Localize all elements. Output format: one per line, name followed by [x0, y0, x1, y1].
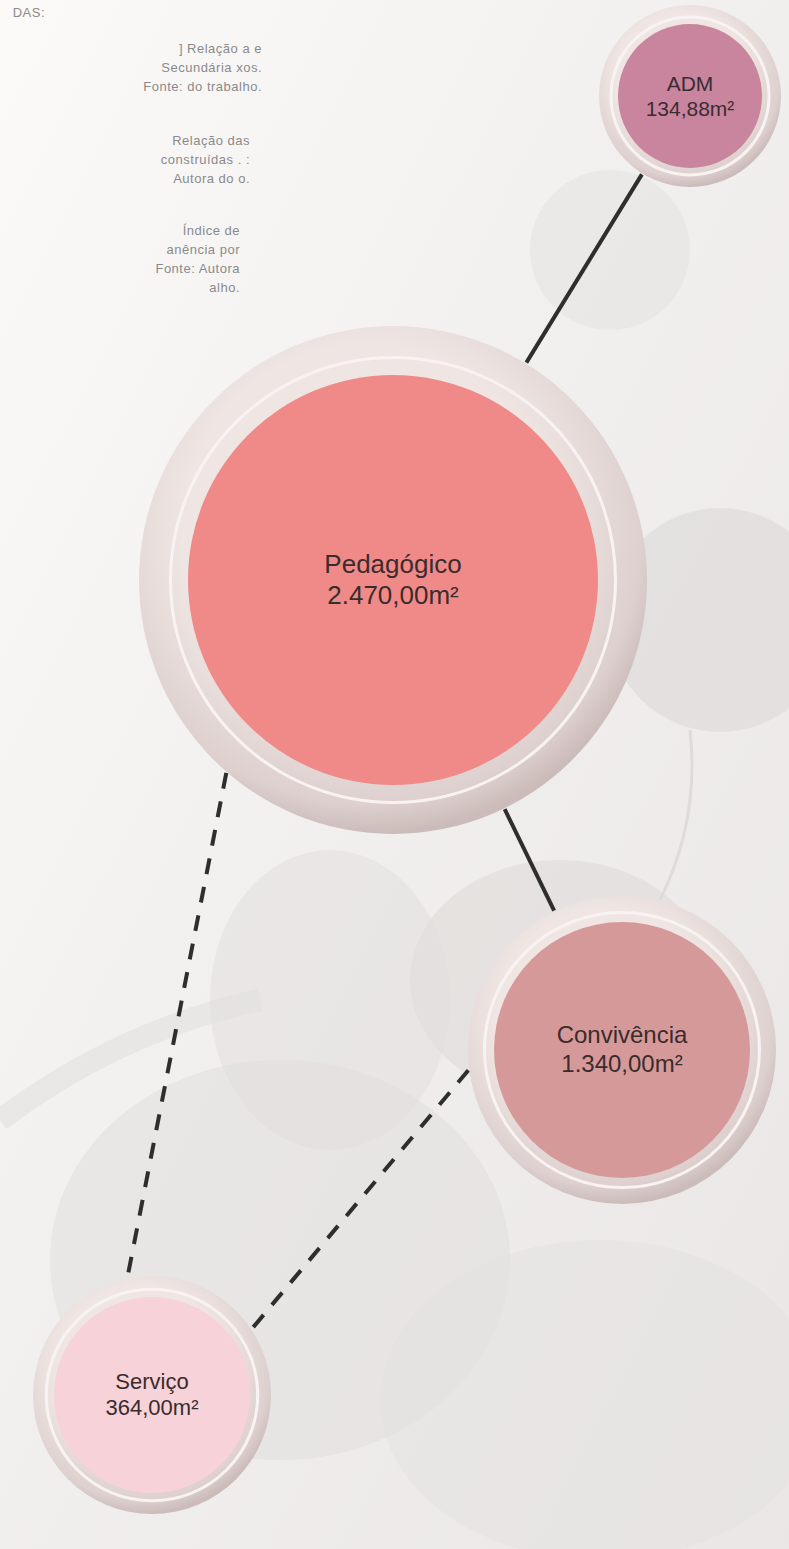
- note-text: DAS:: [0, 4, 45, 23]
- inner-ring: [611, 17, 769, 175]
- area-disc: [494, 922, 750, 1178]
- area-value: 364,00m²: [106, 1395, 199, 1421]
- outer-ring: [139, 326, 647, 834]
- area-value: 1.340,00m²: [561, 1050, 682, 1079]
- note-text: Índice de anência por Fonte: Autora alho…: [132, 222, 240, 297]
- area-name: ADM: [667, 71, 714, 96]
- area-value: 2.470,00m²: [327, 580, 459, 611]
- area-name: Serviço: [115, 1369, 188, 1395]
- area-circle: ADM134,88m²: [598, 4, 782, 188]
- outer-ring: [599, 5, 781, 187]
- note-text: Relação das construídas . : Autora do o.: [138, 132, 250, 189]
- area-name: Convivência: [557, 1021, 688, 1050]
- inner-ring: [485, 913, 760, 1188]
- outer-ring: [468, 896, 776, 1204]
- note-text: ] Relação a e Secundária xos. Fonte: do …: [142, 40, 262, 97]
- area-circle: Serviço364,00m²: [32, 1275, 272, 1515]
- circle-shape: [598, 4, 782, 188]
- primary-link: [505, 809, 554, 910]
- secondary-link: [127, 773, 226, 1278]
- area-name: Pedagógico: [324, 549, 461, 580]
- area-circle: Convivência1.340,00m²: [467, 895, 777, 1205]
- secondary-link: [252, 1070, 468, 1328]
- outer-ring: [33, 1276, 271, 1514]
- area-circle: Pedagógico2.470,00m²: [138, 325, 648, 835]
- primary-link: [526, 174, 642, 362]
- area-disc: [54, 1297, 250, 1493]
- inner-ring: [171, 358, 616, 803]
- area-value: 134,88m²: [646, 96, 735, 121]
- area-disc: [618, 24, 762, 168]
- area-disc: [188, 375, 598, 785]
- inner-ring: [46, 1289, 257, 1500]
